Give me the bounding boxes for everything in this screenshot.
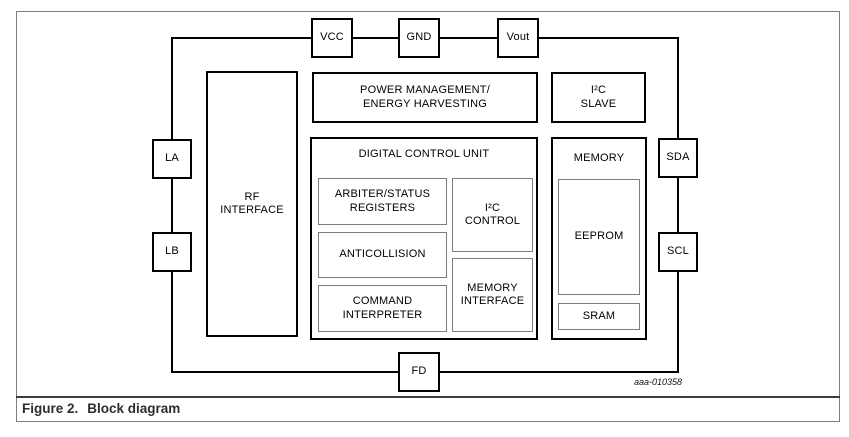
block-power-management: POWER MANAGEMENT/ ENERGY HARVESTING (312, 72, 538, 123)
memory-title: MEMORY (573, 152, 625, 164)
pin-vcc: VCC (311, 18, 353, 58)
block-anticollision: ANTICOLLISION (318, 232, 447, 278)
block-arbiter-status-registers: ARBITER/STATUS REGISTERS (318, 178, 447, 225)
digital-control-unit-title: DIGITAL CONTROL UNIT (358, 148, 490, 160)
pin-lb: LB (152, 232, 192, 272)
figure-caption: Figure 2. Block diagram (22, 401, 180, 416)
pin-sda: SDA (658, 138, 698, 178)
block-rf-interface: RF INTERFACE (206, 71, 298, 337)
block-command-interpreter: COMMAND INTERPRETER (318, 285, 447, 332)
block-sram: SRAM (558, 303, 640, 330)
figure-caption-title: Block diagram (87, 401, 181, 416)
block-memory-interface: MEMORY INTERFACE (452, 258, 533, 332)
pin-gnd: GND (398, 18, 440, 58)
figure-caption-number: Figure 2. (22, 401, 79, 416)
caption-rule (16, 396, 840, 398)
pin-fd: FD (398, 352, 440, 392)
drawing-id: aaa-010358 (633, 377, 682, 387)
pin-scl: SCL (658, 232, 698, 272)
pin-vout: Vout (497, 18, 539, 58)
block-i2c-control: I²C CONTROL (452, 178, 533, 252)
block-eeprom: EEPROM (558, 179, 640, 295)
block-i2c-slave: I²C SLAVE (551, 72, 646, 123)
pin-la: LA (152, 139, 192, 179)
